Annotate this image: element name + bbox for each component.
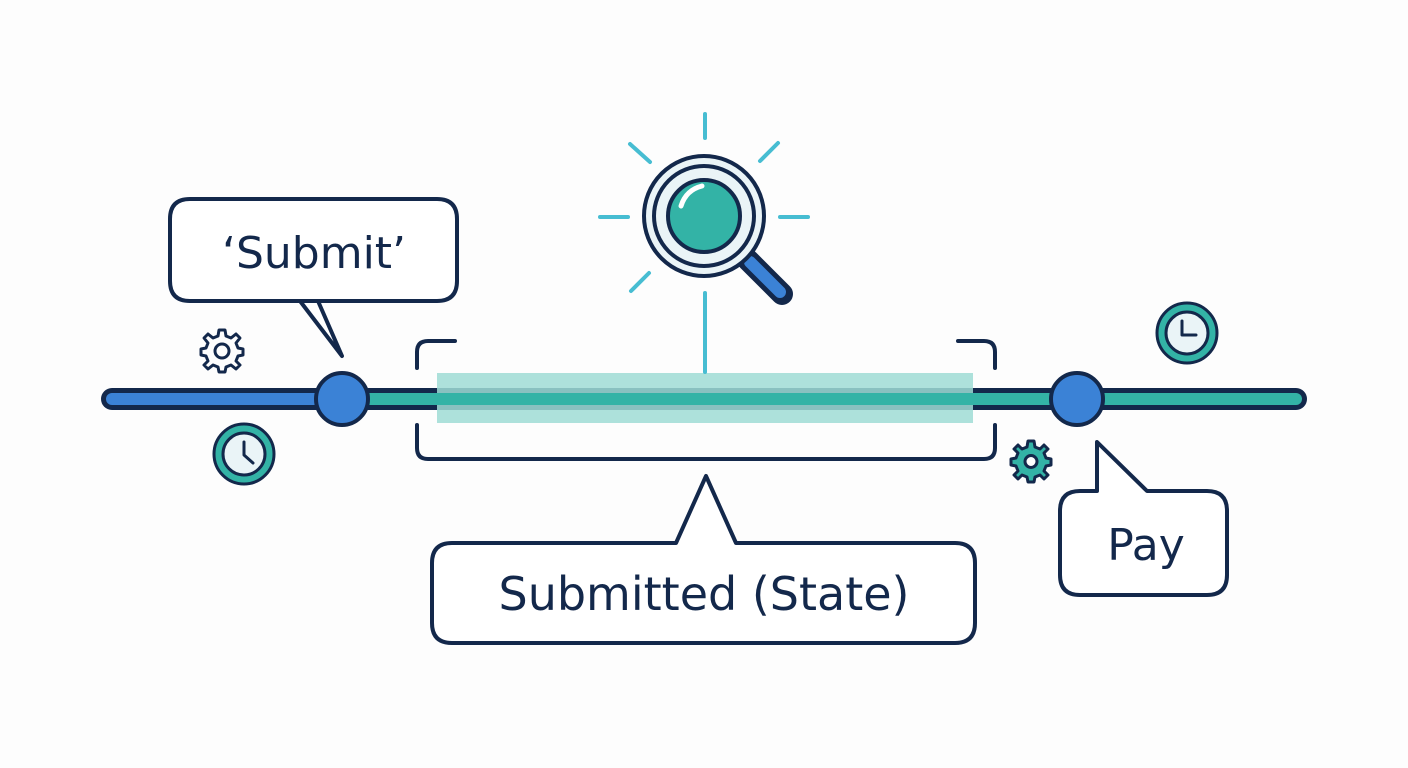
- pay-node: [1049, 371, 1105, 427]
- gear-icon: [1009, 439, 1053, 484]
- clock-icon: [212, 422, 276, 486]
- submit-callout: ‘Submit’: [168, 197, 459, 358]
- gear-icon: [199, 328, 245, 374]
- state-bracket: [415, 339, 997, 461]
- magnifier-glint: [678, 183, 705, 209]
- state-callout: Submitted (State): [430, 474, 977, 645]
- magnifier-rays: [598, 112, 810, 293]
- clock-icon: [1155, 301, 1219, 365]
- magnifier-ring: [652, 164, 756, 268]
- submit-action-label: ‘Submit’: [222, 228, 406, 279]
- pay-action-label: Pay: [1107, 520, 1185, 571]
- pay-callout: Pay: [1058, 440, 1229, 597]
- magnifier-icon: [598, 112, 810, 305]
- magnifier-lens: [666, 178, 742, 254]
- magnifier-handle: [744, 256, 786, 298]
- submit-node: [314, 371, 370, 427]
- state-label: Submitted (State): [499, 567, 910, 621]
